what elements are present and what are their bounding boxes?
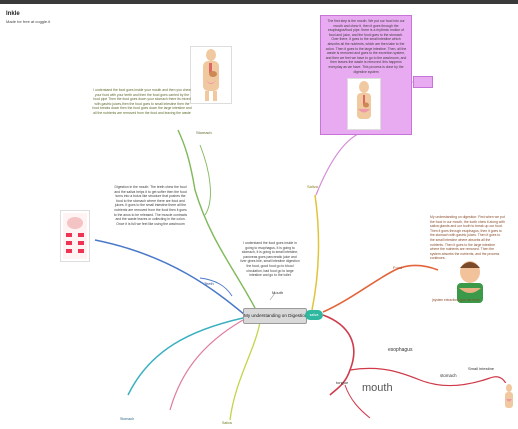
saliva-label: Saliva: [307, 184, 318, 189]
doc-title: Inkle: [6, 11, 20, 17]
mouth-label: Mouth: [272, 290, 284, 295]
child-eating-image: [447, 258, 493, 304]
central-child-node[interactable]: saliva: [305, 310, 323, 320]
tongue-label: tongue: [336, 380, 349, 385]
branch-purple: [315, 132, 361, 196]
doc-subtitle: Made for free at coggle.it: [6, 19, 51, 24]
stomach-lower-label: stomach: [440, 373, 457, 378]
branch-saliva: [311, 194, 320, 311]
food-label: Food: [393, 265, 403, 270]
purple-box-image: [347, 78, 381, 130]
branch-stomach-sub: [199, 144, 211, 216]
mouth-note: I understand the food goes inside in goi…: [240, 241, 300, 278]
branch-stomach: [177, 129, 256, 309]
branch-mouth-label-stem: [269, 292, 276, 301]
digestive-system-image: [190, 46, 232, 104]
mouth-big-label: mouth: [362, 382, 393, 394]
right-small-note: (system extraction) (you eat food): [432, 298, 480, 302]
right-note: My understanding on digestion: First whe…: [430, 215, 505, 261]
branch-left-pink: [169, 319, 244, 411]
bottom-mid-label: Saliva: [222, 421, 232, 425]
purple-small-box[interactable]: [413, 76, 433, 88]
branch-food: [322, 264, 439, 313]
teeth-note: Digestion in the mouth: The teeth chew t…: [113, 185, 188, 226]
stomach-note: I understand the food goes inside your m…: [92, 88, 192, 115]
top-bar: [0, 0, 518, 4]
branch-teeth-sub: [199, 277, 233, 297]
branch-mouth-right: [349, 367, 509, 391]
purple-note-box[interactable]: The first step is the mouth. We put our …: [320, 15, 412, 135]
bottom-left-label: Stomach: [120, 417, 135, 421]
stomach-label: Stomach: [196, 130, 212, 135]
esophagus-label: esophagus: [388, 347, 413, 353]
small-intestine-label: Small intestine: [468, 366, 495, 371]
branch-mouth-down: [344, 384, 371, 419]
teeth-label: Teeth: [204, 281, 214, 286]
central-topic[interactable]: My understanding on Digestion: [243, 308, 307, 324]
branch-bottom-lime: [229, 321, 261, 421]
teeth-chart-image: [60, 210, 90, 262]
branch-left-teal: [127, 317, 244, 396]
digestive-small-image: [502, 383, 516, 413]
purple-note: The first step is the mouth. We put our …: [325, 19, 407, 74]
branch-teeth: [94, 239, 246, 316]
